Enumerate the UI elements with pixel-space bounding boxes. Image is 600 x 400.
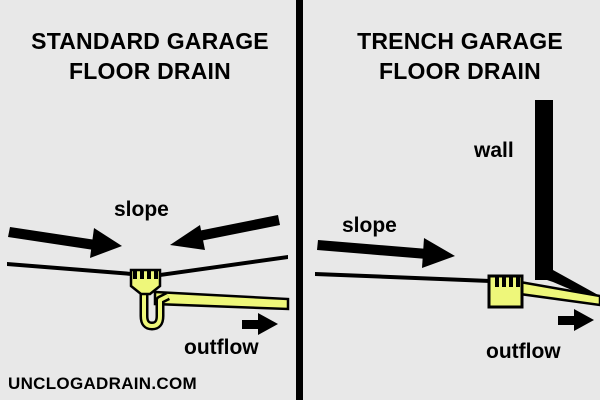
right-slope-label: slope xyxy=(342,214,397,237)
right-floor-segment xyxy=(315,272,490,283)
site-credit: UNCLOGADRAIN.COM xyxy=(8,374,197,393)
right-outflow-pipe xyxy=(518,280,600,307)
left-outflow-arrow-icon xyxy=(242,313,278,335)
left-outflow-label: outflow xyxy=(184,336,259,359)
right-title-line1: TRENCH GARAGE xyxy=(357,28,563,54)
left-slope-arrow-left-icon xyxy=(8,227,122,258)
right-panel-title: TRENCH GARAGE FLOOR DRAIN xyxy=(304,26,600,86)
panel-divider xyxy=(296,0,303,400)
left-title-line2: FLOOR DRAIN xyxy=(69,58,231,84)
right-outflow-arrow-icon xyxy=(558,309,594,331)
right-title-line2: FLOOR DRAIN xyxy=(379,58,541,84)
left-title-line1: STANDARD GARAGE xyxy=(31,28,269,54)
wall xyxy=(535,100,553,280)
left-slope-label: slope xyxy=(114,198,169,221)
wall-label: wall xyxy=(474,139,514,162)
left-floor-left-segment xyxy=(7,262,132,276)
right-outflow-label: outflow xyxy=(486,340,561,363)
left-outflow-pipe xyxy=(153,290,290,311)
left-panel-title: STANDARD GARAGE FLOOR DRAIN xyxy=(0,26,300,86)
left-drain-grate-icon xyxy=(129,268,162,296)
left-slope-arrow-right-icon xyxy=(170,215,280,250)
right-drain-grate-icon xyxy=(487,274,524,309)
left-floor-right-segment xyxy=(160,255,288,277)
right-slope-arrow-icon xyxy=(317,238,455,268)
